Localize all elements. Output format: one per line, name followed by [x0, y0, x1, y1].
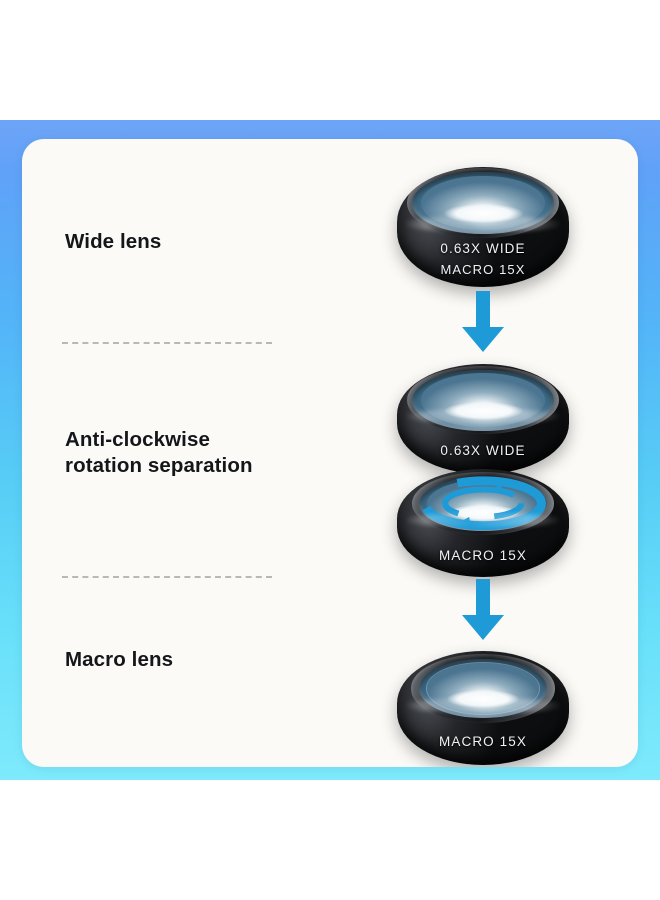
divider-2: [62, 576, 272, 578]
lens-glass: [419, 476, 547, 531]
lens-engraving-macro: MACRO 15X: [439, 734, 527, 750]
lens-glass: [412, 369, 554, 432]
lens-stage: 0.63X WIDE MACRO 15X 0.63X WIDE: [328, 139, 638, 767]
step-label-macro-lens: Macro lens: [65, 648, 174, 671]
lens-macro-final: MACRO 15X: [397, 651, 569, 765]
lens-engraving-macro: MACRO 15X: [439, 547, 527, 563]
lens-engraving-macro: MACRO 15X: [440, 261, 526, 277]
lens-combined-wide-macro: 0.63X WIDE MACRO 15X: [397, 167, 569, 287]
lens-barrel: 0.63X WIDE: [397, 364, 569, 474]
lens-groove: [426, 662, 540, 715]
lens-barrel: MACRO 15X: [397, 469, 569, 577]
lens-barrel: MACRO 15X: [397, 651, 569, 765]
lens-glass: [412, 171, 554, 235]
lens-engraving-wide: 0.63X WIDE: [440, 241, 526, 257]
lens-macro-separated: MACRO 15X: [397, 469, 569, 577]
arrow-down-icon: [461, 579, 505, 641]
lens-engraving-wide: 0.63X WIDE: [440, 443, 526, 459]
step-label-wide-lens: Wide lens: [65, 230, 162, 253]
lens-barrel: 0.63X WIDE MACRO 15X: [397, 167, 569, 287]
content-card: Wide lens Anti-clockwise rotation separa…: [22, 139, 638, 767]
divider-1: [62, 342, 272, 344]
arrow-down-icon: [461, 291, 505, 353]
step-label-anti-clockwise-rotation-separation: Anti-clockwise rotation separation: [65, 428, 253, 478]
lens-wide-separated: 0.63X WIDE: [397, 364, 569, 474]
